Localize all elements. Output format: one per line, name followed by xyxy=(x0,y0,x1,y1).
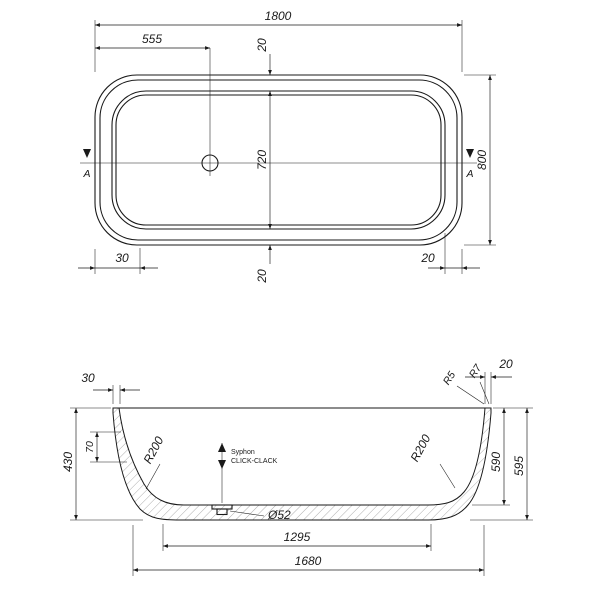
tub-basin-edge xyxy=(111,90,446,230)
dim-rim-radii: R5 R7 xyxy=(441,362,490,405)
dim-label-rim-bottom-left: 30 xyxy=(115,251,129,265)
tub-section-shell xyxy=(112,407,492,521)
drain-fitting xyxy=(211,504,233,516)
dim-rim-left-width: 30 xyxy=(81,371,140,404)
syphon-label-line1: Syphon xyxy=(231,449,255,456)
dim-label-drain-from-left: 555 xyxy=(142,32,162,46)
tub-plan-outline xyxy=(94,74,463,246)
dim-rim-right-width: 20 xyxy=(465,357,513,404)
dim-label-bottom-length: 1680 xyxy=(295,554,322,568)
section-label-right: A xyxy=(465,168,473,180)
dim-label-rim-left-width: 30 xyxy=(81,371,95,385)
syphon-arrow-up-icon xyxy=(218,443,226,452)
drain-hole xyxy=(201,154,219,172)
dim-label-inner-width: 720 xyxy=(255,150,269,170)
dim-overall-width: 800 xyxy=(464,74,496,246)
section-arrow-icon xyxy=(466,149,474,158)
dim-overall-length: 1800 xyxy=(94,9,463,72)
section-view: Syphon CLICK-CLACK 30 R5 R7 20 xyxy=(61,357,533,576)
syphon-annotation: Syphon CLICK-CLACK xyxy=(218,443,278,503)
dim-label-rim-right-width: 20 xyxy=(498,357,513,371)
dim-label-overall-width: 800 xyxy=(475,150,489,170)
dim-label-overall-length: 1800 xyxy=(265,9,292,23)
dim-label-radius-bottom-right: R200 xyxy=(408,432,434,464)
dim-label-left-height: 430 xyxy=(61,452,75,472)
dim-label-rim-bottom-right: 20 xyxy=(420,251,435,265)
section-marker-left: A xyxy=(82,149,91,180)
dim-label-inner-height: 590 xyxy=(489,452,503,472)
dim-label-rim-top-gap: 20 xyxy=(255,38,269,53)
section-label-left: A xyxy=(82,168,90,180)
tub-outer-edge xyxy=(94,74,463,246)
dim-label-overall-height: 595 xyxy=(512,456,526,476)
dim-rim-top-gap: 20 xyxy=(255,38,272,75)
dim-rim-bottom-right: 20 xyxy=(420,233,480,274)
dim-drain-diameter: Ø52 xyxy=(229,508,291,522)
tub-rim-edge xyxy=(99,79,458,241)
dim-label-radius-outer: R7 xyxy=(467,362,485,381)
dim-label-radius-bottom-left: R200 xyxy=(141,434,167,466)
tub-basin-inner-edge xyxy=(115,94,442,226)
dim-label-rim-bottom-gap: 20 xyxy=(255,269,269,284)
dim-rim-drop: 70 xyxy=(84,431,127,463)
dim-label-drain-diameter: Ø52 xyxy=(267,508,291,522)
dim-bottom-radii: R200 R200 xyxy=(141,432,456,490)
section-arrow-icon xyxy=(83,149,91,158)
dim-label-rim-drop: 70 xyxy=(84,441,96,453)
dim-overall-height: 595 xyxy=(470,407,533,521)
dim-label-radius-inner: R5 xyxy=(441,369,458,387)
dim-inner-width: 720 xyxy=(255,91,272,229)
dim-bottom-length: 1680 xyxy=(132,525,485,576)
dim-rim-bottom-gap: 20 xyxy=(255,245,272,284)
top-view: A A 1800 555 20 720 xyxy=(78,9,496,284)
section-marker-right: A xyxy=(465,149,474,180)
syphon-arrow-down-icon xyxy=(218,460,226,469)
dim-label-base-length: 1295 xyxy=(284,530,311,544)
syphon-label-line2: CLICK-CLACK xyxy=(231,458,278,465)
dim-inner-height: 590 xyxy=(472,408,510,506)
dim-drain-from-left: 555 xyxy=(95,32,210,50)
dim-left-height: 430 xyxy=(61,407,143,521)
dim-base-length: 1295 xyxy=(162,524,432,551)
dim-rim-bottom-left: 30 xyxy=(78,248,158,274)
